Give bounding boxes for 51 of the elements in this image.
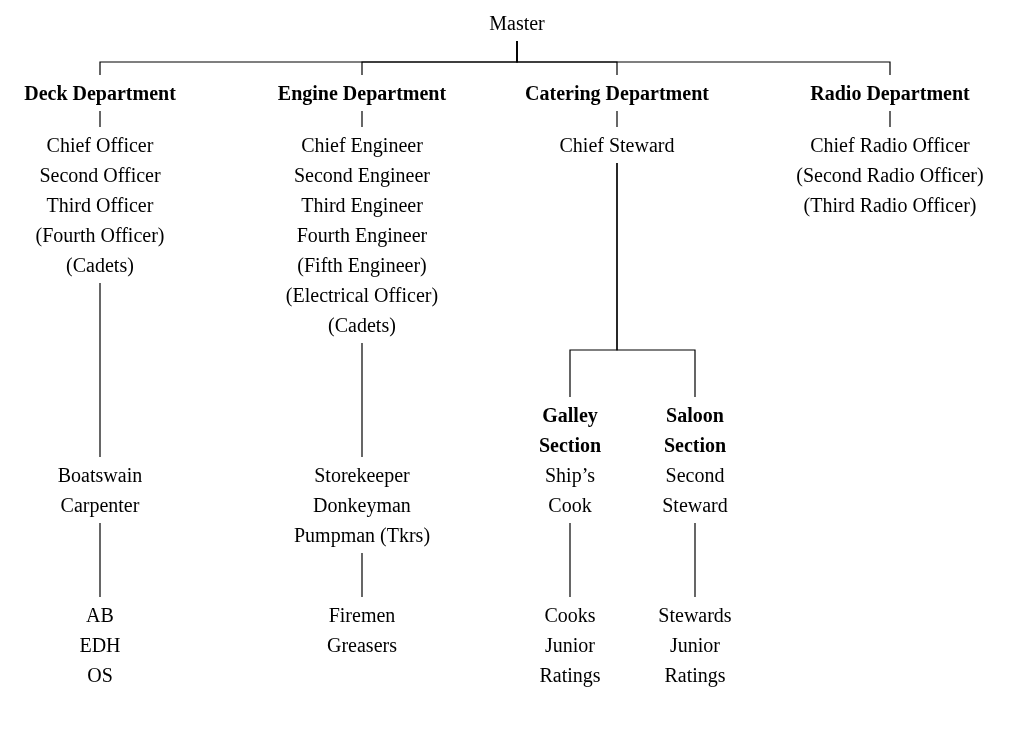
rank-label: (Cadets) <box>66 253 134 279</box>
rank-label: (Third Radio Officer) <box>803 193 977 219</box>
rank-label: (Second Radio Officer) <box>796 163 984 188</box>
department-heading: Catering Department <box>525 81 709 107</box>
rank-label: Boatswain <box>57 463 143 488</box>
rank-label: Second Steward <box>661 463 729 518</box>
rank-label: Stewards <box>658 603 732 628</box>
department-heading: Deck Department <box>24 81 176 107</box>
rank-label: Firemen <box>328 603 396 628</box>
rank-label: Pumpman (Tkrs) <box>293 523 431 549</box>
rank-label: (Electrical Officer) <box>285 283 439 309</box>
rank-label: Junior Ratings <box>663 633 727 689</box>
rank-label: Greasers <box>327 633 397 658</box>
connector-line <box>99 522 101 598</box>
connector-line <box>694 522 696 598</box>
rank-label: Storekeeper <box>314 463 410 489</box>
rank-label: Chief Officer <box>46 133 154 158</box>
rank-label: Second Officer <box>39 163 161 188</box>
department-heading: Galley Section <box>537 403 603 458</box>
connector-line <box>361 342 363 458</box>
rank-label: Chief Engineer <box>301 133 423 159</box>
rank-label: (Fourth Officer) <box>35 223 165 249</box>
rank-label: Ship’s Cook <box>544 463 596 518</box>
rank-label: EDH <box>79 633 121 658</box>
connector-line <box>99 110 101 128</box>
rank-label: Cooks <box>544 603 596 628</box>
rank-label: Fourth Engineer <box>296 223 428 249</box>
connector-line <box>361 110 363 128</box>
connector-line <box>516 40 891 76</box>
rank-label: Third Engineer <box>301 193 423 219</box>
connector-line <box>616 162 696 398</box>
department-heading: Saloon Section <box>662 403 728 458</box>
rank-label: Chief Steward <box>559 133 675 158</box>
connector-line <box>361 552 363 598</box>
rank-label: Master <box>489 11 545 36</box>
connector-line <box>99 282 101 458</box>
rank-label: Chief Radio Officer <box>810 133 970 158</box>
department-heading: Engine Department <box>277 81 447 107</box>
rank-label: OS <box>87 663 113 688</box>
rank-label: AB <box>86 603 114 628</box>
rank-label: Junior Ratings <box>538 633 602 689</box>
connector-line <box>616 110 618 128</box>
department-heading: Radio Department <box>810 81 970 107</box>
connector-line <box>569 522 571 598</box>
rank-label: Third Officer <box>46 193 154 218</box>
rank-label: Donkeyman <box>313 493 411 519</box>
rank-label: Carpenter <box>60 493 140 519</box>
rank-label: (Cadets) <box>328 313 396 339</box>
rank-label: (Fifth Engineer) <box>297 253 427 279</box>
connector-line <box>889 110 891 128</box>
rank-label: Second Engineer <box>293 163 431 189</box>
